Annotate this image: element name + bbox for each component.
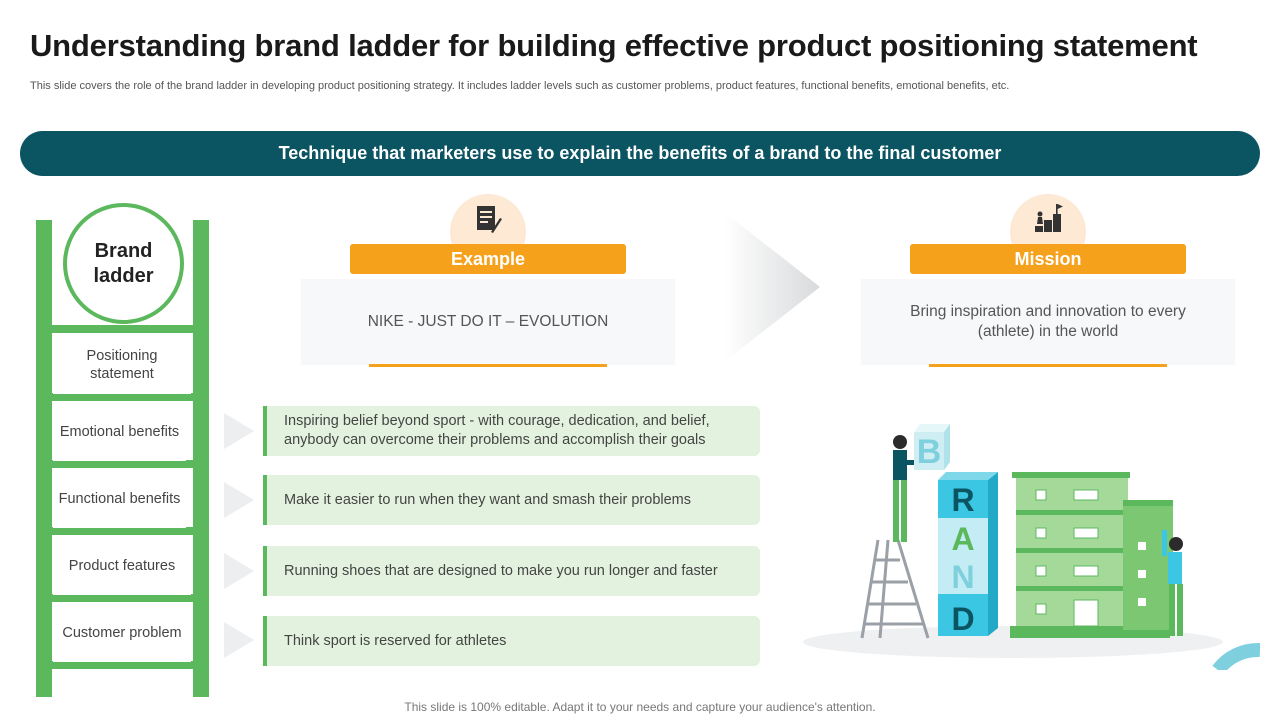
- ladder-rung: [36, 661, 209, 669]
- ladder-right-rail: [193, 220, 209, 697]
- letter-d: D: [951, 601, 974, 637]
- letter-b: B: [917, 433, 942, 471]
- arrow-right-icon: [224, 622, 254, 658]
- ladder-level-product-features: Product features: [53, 537, 191, 595]
- technique-banner: Technique that marketers use to explain …: [20, 131, 1260, 176]
- page-title: Understanding brand ladder for building …: [30, 28, 1198, 63]
- benefit-functional: Make it easier to run when they want and…: [263, 475, 760, 525]
- letter-a: A: [951, 521, 974, 557]
- ladder-level-functional-benefits: Functional benefits: [53, 470, 186, 528]
- mission-underline: [929, 364, 1167, 367]
- ladder-rung: [36, 325, 209, 333]
- letter-r: R: [951, 482, 974, 518]
- letter-n: N: [951, 559, 974, 595]
- ladder-level-customer-problem: Customer problem: [53, 604, 191, 662]
- example-card: NIKE - JUST DO IT – EVOLUTION: [301, 279, 675, 365]
- ladder-rung: [36, 594, 209, 602]
- ladder-level-emotional-benefits: Emotional benefits: [53, 403, 186, 461]
- footer-note: This slide is 100% editable. Adapt it to…: [404, 700, 876, 714]
- example-underline: [369, 364, 607, 367]
- brand-illustration: B R A N D: [790, 410, 1261, 675]
- arrow-right-icon: [224, 413, 254, 449]
- ladder-level-positioning-statement: Positioning statement: [53, 336, 191, 394]
- ladder-rung: [36, 460, 209, 468]
- chevron-right-icon: [724, 212, 820, 362]
- benefit-product-features: Running shoes that are designed to make …: [263, 546, 760, 596]
- example-tag: Example: [350, 244, 626, 274]
- ladder-left-rail: [36, 220, 52, 697]
- brand-ladder-title: Brand ladder: [63, 203, 184, 324]
- arrow-right-icon: [224, 553, 254, 589]
- benefit-emotional: Inspiring belief beyond sport - with cou…: [263, 406, 760, 456]
- mission-card: Bring inspiration and innovation to ever…: [861, 279, 1235, 365]
- page-subtitle: This slide covers the role of the brand …: [30, 80, 1010, 92]
- mission-tag: Mission: [910, 244, 1186, 274]
- arrow-right-icon: [224, 482, 254, 518]
- ladder-rung: [36, 393, 209, 401]
- benefit-customer-problem: Think sport is reserved for athletes: [263, 616, 760, 666]
- ladder-rung: [36, 527, 209, 535]
